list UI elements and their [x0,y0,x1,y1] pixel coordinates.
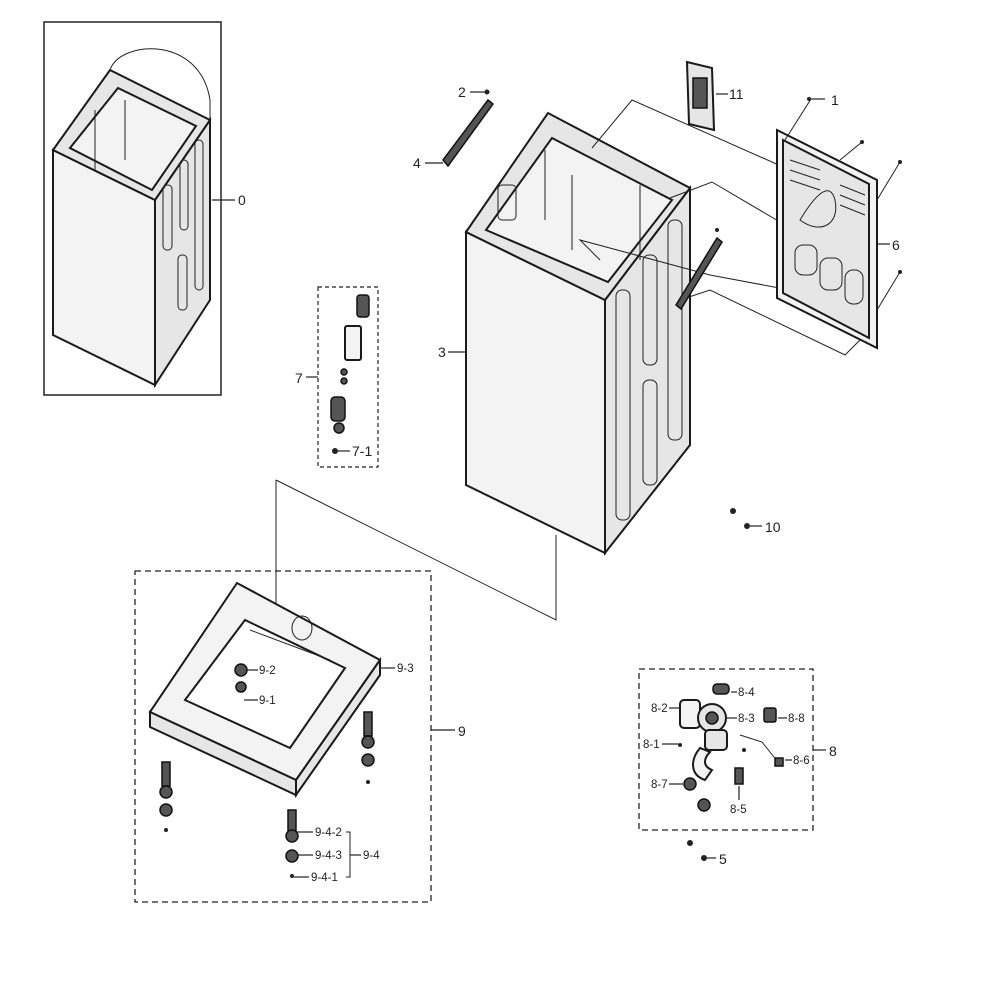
label-3: 3 [438,344,446,360]
assembly-0-cabinet [51,48,212,389]
label-9: 9 [458,723,466,739]
label-5: 5 [719,851,727,867]
assembly-0-box: 0 [43,21,246,396]
group-7-box: 7 7-1 [295,286,379,468]
cabinet-part-3: 3 [438,111,692,556]
part-11-bracket: 11 [685,60,744,132]
label-9-4-3: 9-4-3 [315,850,342,862]
label-8-4: 8-4 [738,687,755,699]
label-8-3: 8-3 [738,713,755,725]
label-9-4-2: 9-4-2 [315,827,342,839]
part-6-back-panel: 1 6 [776,92,902,350]
part-10-screw: 10 [730,508,781,535]
group-8-box: 8-4 8-2 8-3 8-8 8-1 8-6 8-7 8-5 8 [638,668,837,831]
label-9-4-1: 9-4-1 [311,872,338,884]
label-11: 11 [729,86,744,102]
part-4-bracket: 4 [413,98,723,311]
label-8-7: 8-7 [651,779,668,791]
label-7-1: 7-1 [352,443,372,459]
label-8-1: 8-1 [643,739,660,751]
label-8-2: 8-2 [651,703,668,715]
label-7: 7 [295,370,303,386]
part-2-screw: 2 [458,84,490,100]
label-8: 8 [829,743,837,759]
label-8-5: 8-5 [730,804,747,816]
label-9-2: 9-2 [259,665,276,677]
label-0: 0 [238,192,246,208]
label-9-4: 9-4 [363,850,380,862]
group-9-box: 9-2 9-1 9-3 9 9-4-2 9-4-3 9-4-1 9-4 [134,570,466,903]
label-2: 2 [458,84,466,100]
label-6: 6 [892,237,900,253]
label-1: 1 [831,92,839,108]
label-10: 10 [765,519,781,535]
label-9-1: 9-1 [259,695,276,707]
label-8-6: 8-6 [793,755,810,767]
label-8-8: 8-8 [788,713,805,725]
label-9-3: 9-3 [397,663,414,675]
part-5-screw: 5 [687,840,727,867]
label-4: 4 [413,155,421,171]
